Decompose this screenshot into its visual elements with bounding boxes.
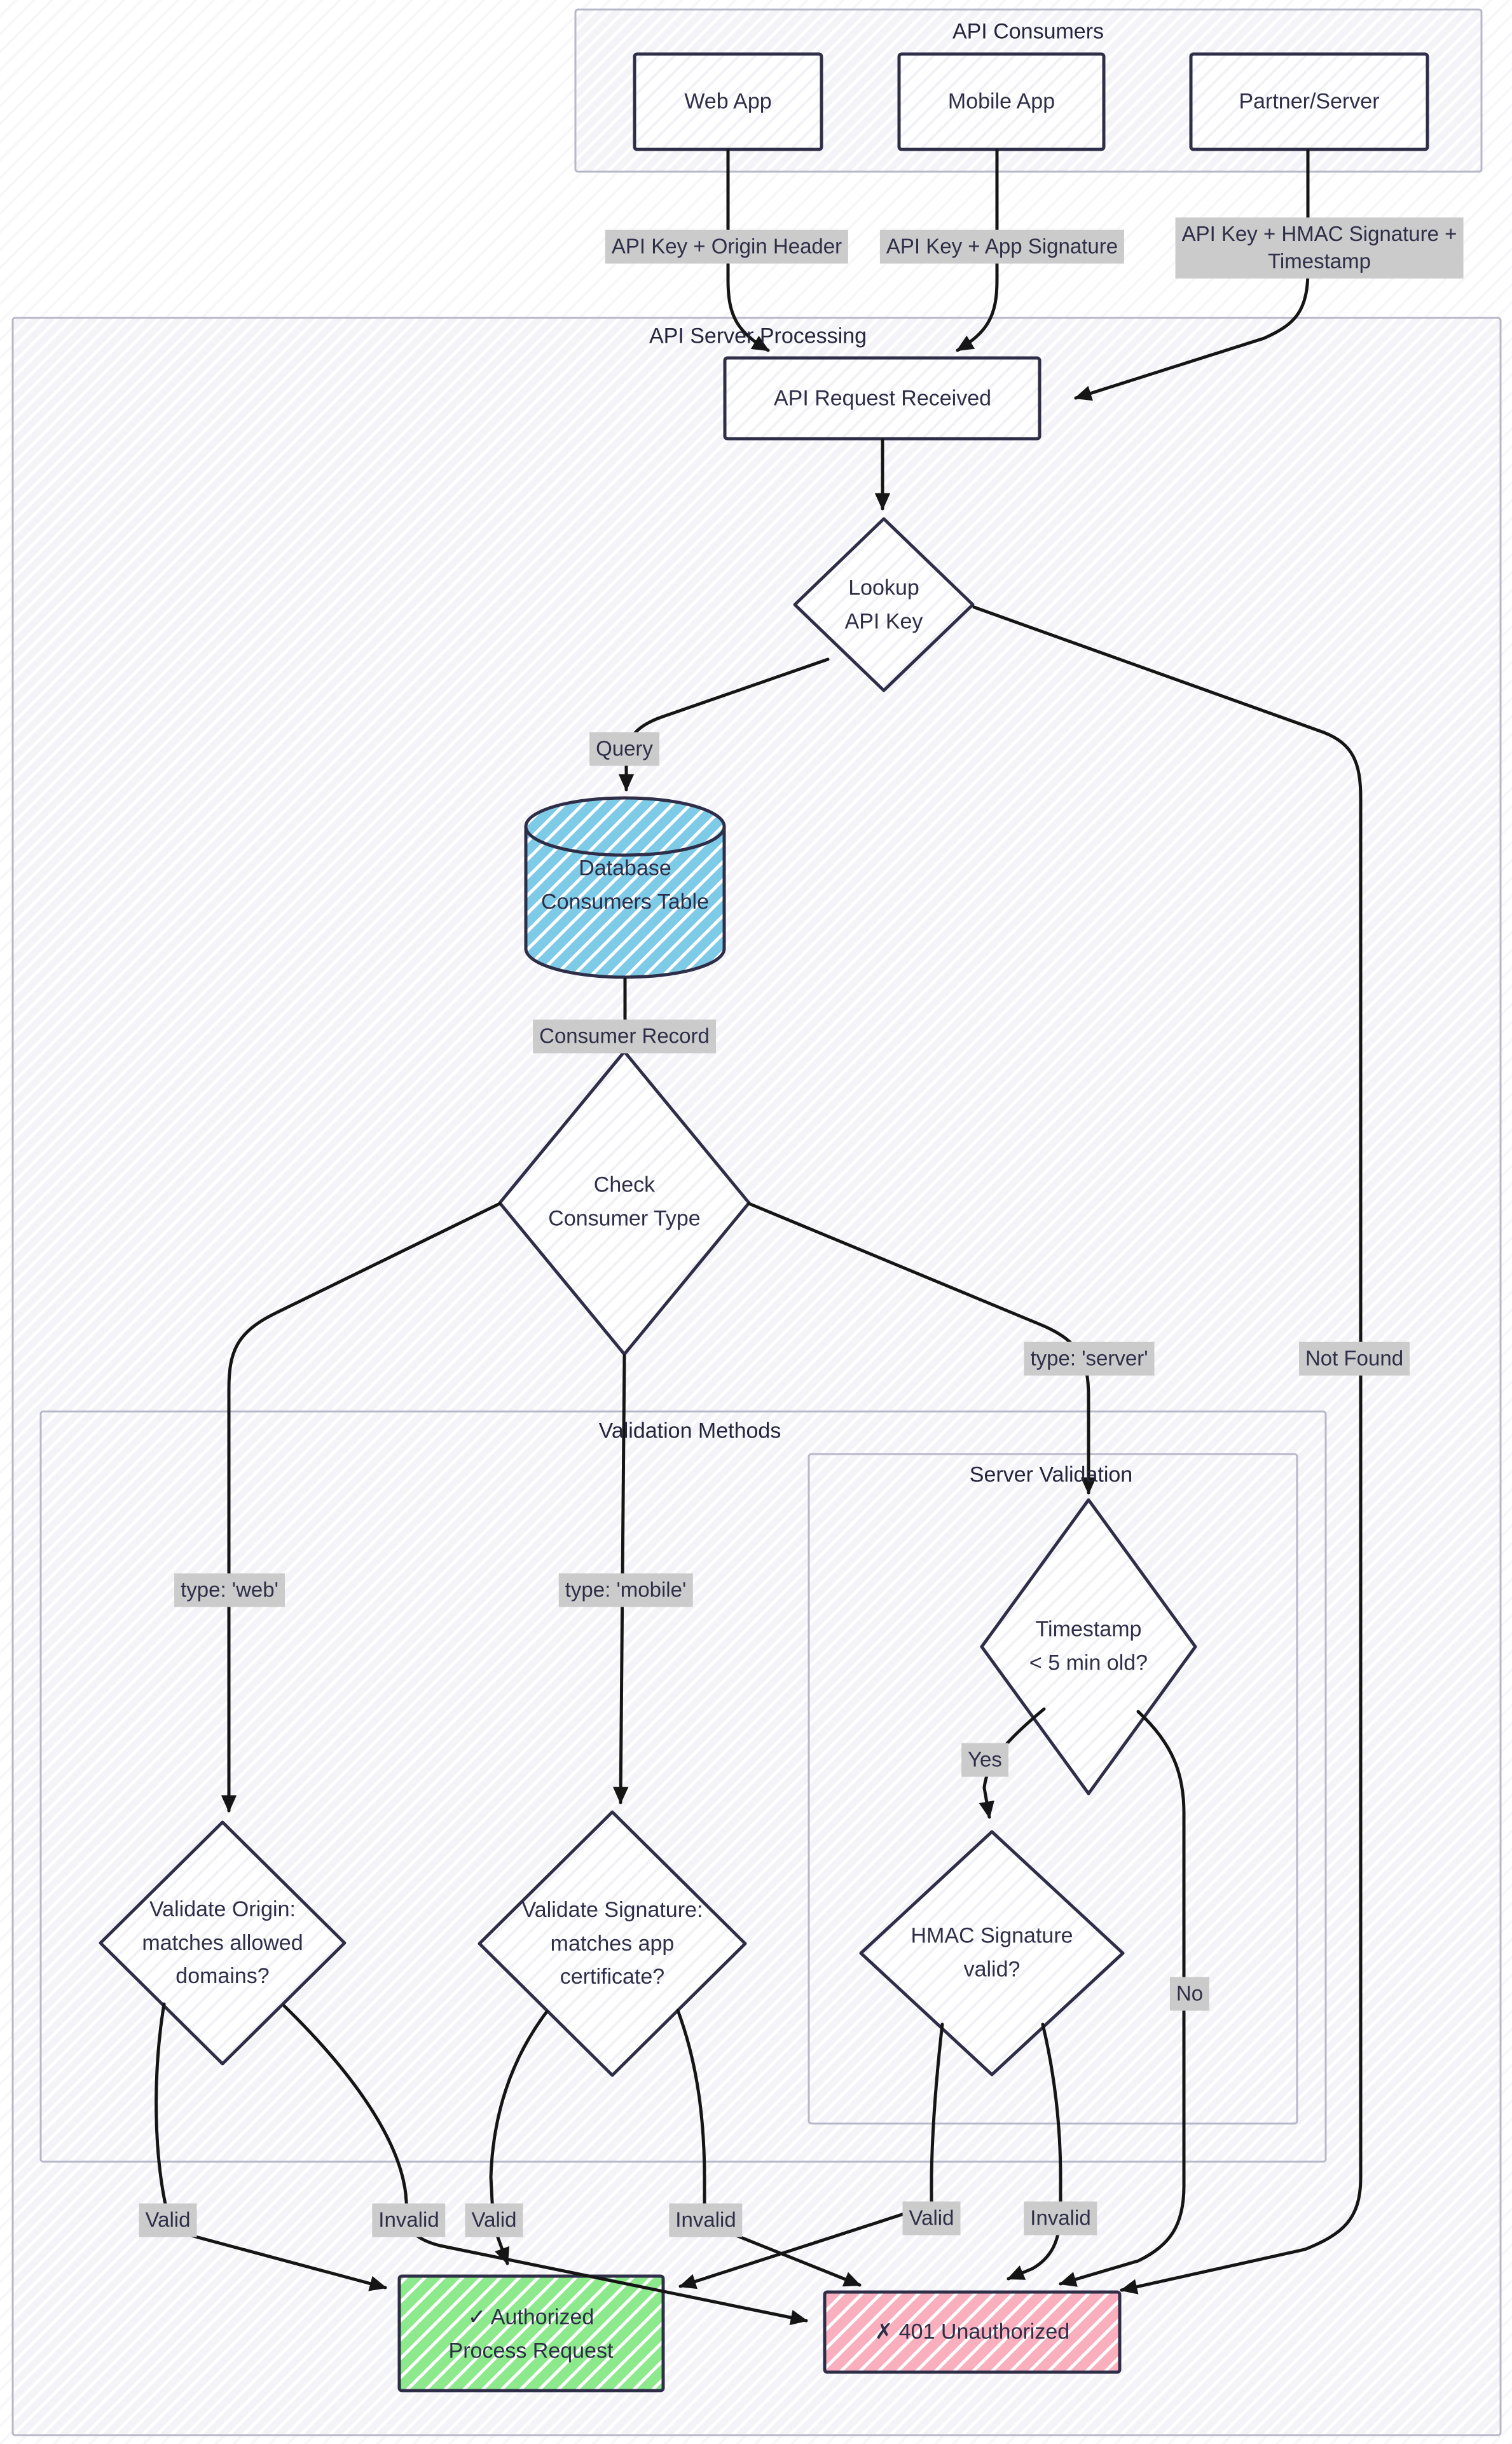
node-web-app: Web App: [684, 89, 772, 114]
edge-signature-valid-to-authorized: [489, 2010, 549, 2265]
hmac-line2: valid?: [963, 1957, 1021, 1981]
edge-label-hmac-invalid: Invalid: [1024, 2201, 1097, 2235]
timestamp-line2: < 5 min old?: [1029, 1651, 1148, 1675]
edge-label-signature-invalid: Invalid: [669, 2203, 743, 2237]
check-type-line1: Check: [593, 1172, 656, 1197]
edge-label-type-web: type: 'web': [174, 1573, 285, 1607]
edge-check-to-origin: [221, 1202, 502, 1813]
database-shape: [524, 796, 726, 979]
decision-lookup-api-key: Lookup API Key: [845, 571, 923, 638]
node-partner-server: Partner/Server: [1239, 89, 1380, 114]
edge-label-origin-invalid: Invalid: [372, 2203, 446, 2237]
origin-line1: Validate Origin:: [149, 1897, 296, 1921]
server-key-line1: API Key + HMAC Signature +: [1181, 222, 1457, 246]
decision-validate-origin: Validate Origin: matches allowed domains…: [142, 1893, 303, 1993]
container-title-api-consumers: API Consumers: [952, 19, 1104, 44]
database-line2: Consumers Table: [541, 889, 709, 914]
edge-hmac-invalid-to-unauthorized: [1007, 2022, 1062, 2281]
decision-timestamp-shape: [980, 1498, 1197, 1795]
node-authorized-shape: [397, 2274, 665, 2393]
edge-hmac-valid-to-authorized: [678, 2022, 944, 2290]
lookup-line1: Lookup: [848, 575, 919, 600]
decision-hmac: HMAC Signature valid?: [911, 1919, 1073, 1986]
edge-label-type-mobile: type: 'mobile': [558, 1573, 693, 1607]
database-line1: Database: [579, 856, 671, 881]
server-key-line2: Timestamp: [1268, 249, 1371, 273]
edge-label-web-key: API Key + Origin Header: [605, 230, 849, 264]
edge-label-server-key: API Key + HMAC Signature + Timestamp: [1175, 217, 1464, 278]
edge-mobile-to-request: [956, 149, 999, 352]
timestamp-line1: Timestamp: [1035, 1617, 1142, 1642]
signature-line3: certificate?: [560, 1965, 665, 1989]
edge-label-signature-valid: Valid: [465, 2203, 523, 2237]
node-unauthorized-shape: [823, 2290, 1122, 2374]
node-unauthorized: ✗ 401 Unauthorized: [874, 2319, 1070, 2344]
edge-signature-invalid-to-unauthorized: [676, 2008, 862, 2287]
edge-label-mobile-key: API Key + App Signature: [879, 230, 1125, 264]
lookup-line2: API Key: [844, 609, 923, 633]
signature-line2: matches app: [550, 1931, 675, 1956]
node-mobile-app: Mobile App: [947, 89, 1055, 114]
edge-label-no: No: [1169, 1977, 1210, 2011]
edge-notfound-to-unauthorized: [972, 605, 1363, 2295]
edge-origin-valid-to-authorized: [155, 2002, 387, 2291]
container-title-server-validation: Server Validation: [969, 1462, 1133, 1487]
edge-label-type-server: type: 'server': [1024, 1342, 1155, 1376]
node-partner-server-shape: [1189, 52, 1429, 151]
edge-label-not-found: Not Found: [1298, 1342, 1410, 1376]
edge-label-origin-valid: Valid: [139, 2203, 197, 2237]
decision-origin-shape: [99, 1820, 347, 2066]
decision-lookup-shape: [793, 517, 975, 692]
container-title-api-server-processing: API Server Processing: [649, 324, 867, 348]
authorized-line1: ✓ Authorized: [467, 2305, 594, 2330]
origin-line3: domains?: [175, 1964, 270, 1989]
edge-label-hmac-valid: Valid: [902, 2201, 961, 2235]
signature-line1: Validate Signature:: [521, 1897, 703, 1922]
container-title-validation-methods: Validation Methods: [598, 1418, 781, 1443]
decision-validate-signature: Validate Signature: matches app certific…: [522, 1893, 703, 1994]
decision-check-consumer-type: Check Consumer Type: [548, 1168, 700, 1235]
check-type-line2: Consumer Type: [548, 1206, 701, 1230]
edge-label-consumer-record: Consumer Record: [533, 1019, 716, 1054]
decision-hmac-shape: [859, 1830, 1125, 2077]
node-mobile-app-shape: [897, 52, 1106, 151]
edge-origin-invalid-to-unauthorized: [282, 2004, 808, 2326]
node-api-request: API Request Received: [773, 386, 992, 411]
edge-label-yes: Yes: [961, 1743, 1008, 1777]
authorized-line2: Process Request: [448, 2338, 614, 2363]
node-authorized: ✓ Authorized Process Request: [449, 2300, 614, 2367]
decision-timestamp: Timestamp < 5 min old?: [1029, 1612, 1148, 1679]
database-consumers-table: Database Consumers Table: [541, 851, 709, 918]
hmac-line1: HMAC Signature: [911, 1923, 1073, 1948]
origin-line2: matches allowed: [142, 1930, 303, 1955]
edge-web-to-request: [726, 149, 770, 352]
edge-label-query: Query: [589, 732, 659, 766]
